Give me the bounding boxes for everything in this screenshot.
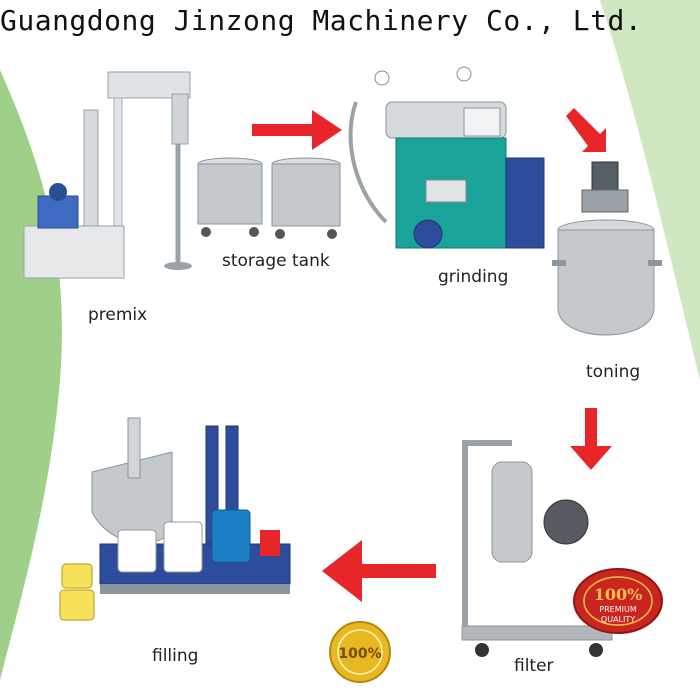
label-filling: filling [152, 646, 199, 666]
storage-tank-2 [271, 163, 341, 227]
toning-vessel [557, 229, 655, 336]
paint-pail [61, 563, 93, 589]
paint-can [260, 530, 280, 556]
paint-bucket [163, 521, 203, 573]
company-title: Guangdong Jinzong Machinery Co., Ltd. [0, 4, 643, 37]
premix-base [23, 225, 125, 279]
paint-can [211, 509, 251, 563]
arrow-premix-to-grinding [252, 110, 342, 150]
right-green-band [600, 0, 700, 380]
storage-tank-1 [197, 163, 263, 225]
label-filter: filter [514, 656, 554, 676]
filling-machine [59, 417, 291, 621]
filter-housing [491, 461, 533, 563]
filter-handle [462, 440, 468, 630]
grinding-motor-cabinet [505, 157, 545, 249]
diaphragm-pump [543, 499, 589, 545]
gold-quality-seal-icon: 100% [329, 621, 391, 683]
filter-machine [461, 440, 613, 657]
red-seal-quality: QUALITY [601, 615, 635, 624]
label-grinding: grinding [438, 267, 509, 287]
paint-bucket [117, 529, 157, 573]
gold-seal-text: 100% [338, 646, 381, 662]
red-seal-premium: PREMIUM [599, 605, 637, 614]
label-premix: premix [88, 305, 148, 325]
storage-tanks [197, 157, 341, 239]
label-storage-tank: storage tank [222, 251, 330, 271]
toning-tank [552, 161, 662, 336]
premix-machine [23, 71, 192, 279]
arrow-filter-to-filling [322, 540, 436, 602]
red-seal-percent: 100% [594, 585, 643, 604]
premix-motor [37, 195, 79, 229]
pressure-gauge-icon [374, 70, 390, 86]
red-quality-seal-icon: 100% PREMIUM QUALITY [573, 568, 663, 634]
label-toning: toning [586, 362, 641, 382]
arrow-grinding-to-toning [566, 108, 606, 152]
pressure-gauge-icon [456, 66, 472, 82]
arrow-toning-to-filter [570, 408, 612, 470]
grinding-pump [413, 219, 443, 249]
grinding-machine [348, 66, 545, 249]
paint-pail [59, 589, 95, 621]
